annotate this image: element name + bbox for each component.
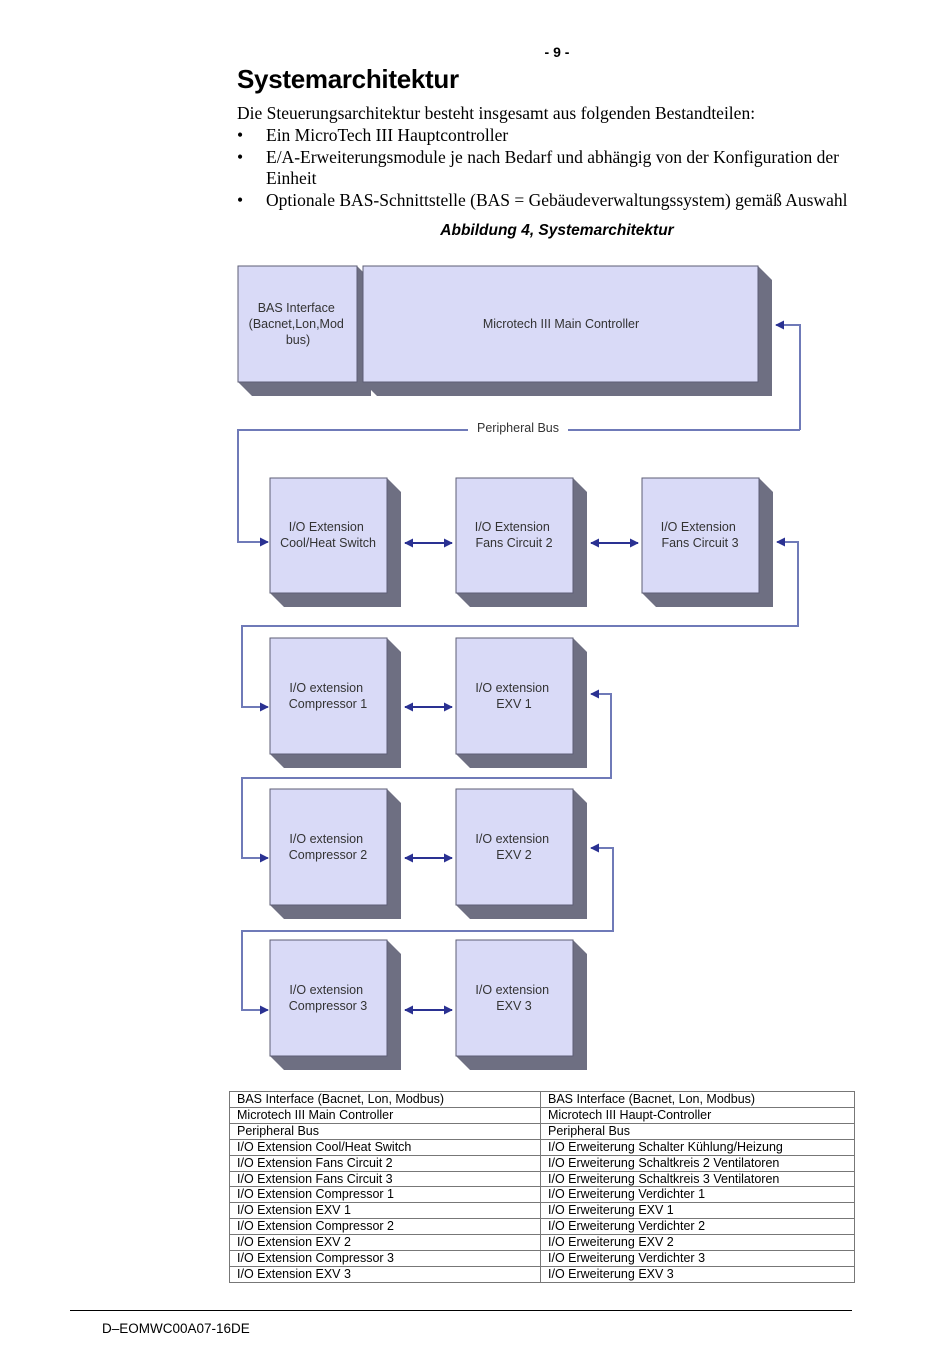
english-term-cell: I/O Extension Fans Circuit 2 (229, 1154, 541, 1172)
footer-divider (70, 1310, 852, 1311)
module-label: I/O extension (289, 983, 363, 997)
german-term-cell: I/O Erweiterung EXV 3 (540, 1265, 855, 1283)
bas-interface-box: BAS Interface (Bacnet,Lon,Mod bus) (237, 265, 371, 396)
english-term-cell: I/O Extension EXV 1 (229, 1202, 541, 1220)
bas-interface-label-3: bus) (286, 333, 310, 347)
table-row: BAS Interface (Bacnet, Lon, Modbus)BAS I… (229, 1091, 855, 1108)
section-title: Systemarchitektur (237, 64, 459, 94)
module-label: I/O extension (289, 681, 363, 695)
bullet-icon: • (237, 189, 244, 210)
module-label: I/O Extension (289, 520, 364, 534)
module-label: Fans Circuit 3 (661, 536, 738, 550)
page-number: - 9 - (544, 44, 570, 60)
list-item-text: Ein MicroTech III Hauptcontroller (266, 125, 509, 145)
english-term-cell: Microtech III Main Controller (229, 1106, 541, 1124)
io-extension-exv-2-box: I/O extension EXV 2 (455, 788, 587, 919)
io-extension-exv-1-box: I/O extension EXV 1 (455, 637, 587, 768)
module-label: I/O extension (475, 681, 549, 695)
module-label: I/O Extension (661, 520, 736, 534)
io-extension-cool-heat-switch-box: I/O Extension Cool/Heat Switch (269, 477, 401, 607)
module-label: EXV 3 (496, 999, 531, 1013)
intro-paragraph: Die Steuerungsarchitektur besteht insges… (237, 103, 756, 123)
german-term-cell: I/O Erweiterung Verdichter 2 (540, 1218, 855, 1236)
bus-link-arrow (241, 537, 799, 712)
german-term-cell: I/O Erweiterung Verdichter 3 (540, 1250, 855, 1267)
main-controller-box: Microtech III Main Controller (362, 265, 772, 396)
german-term-cell: I/O Erweiterung EXV 1 (540, 1202, 855, 1220)
list-item: • Ein MicroTech III Hauptcontroller (237, 125, 877, 147)
module-label: Cool/Heat Switch (280, 536, 376, 550)
german-term-cell: Microtech III Haupt-Controller (540, 1106, 855, 1124)
module-label: I/O extension (475, 983, 549, 997)
english-term-cell: I/O Extension Compressor 2 (229, 1218, 541, 1236)
list-item-text: Optionale BAS-Schnittstelle (BAS = Gebäu… (266, 189, 848, 210)
svg-text:I/O extension Compressor: I/O extension Compressor 3 (289, 983, 368, 1013)
io-extension-compressor-3-box: I/O extension Compressor 3 (269, 939, 401, 1070)
english-term-cell: I/O Extension Fans Circuit 3 (229, 1170, 541, 1188)
svg-text:I/O extension EXV 3: I/O extension EXV 3 (475, 983, 552, 1013)
english-term-cell: Peripheral Bus (229, 1122, 541, 1140)
bas-interface-label-1: BAS Interface (258, 301, 335, 315)
figure-caption: Abbildung 4, Systemarchitektur (440, 222, 674, 239)
module-label: Compressor 2 (289, 848, 368, 862)
german-term-cell: I/O Erweiterung Schaltkreis 2 Ventilator… (540, 1154, 855, 1172)
bus-link-arrow (241, 689, 612, 863)
bas-interface-label-2: (Bacnet,Lon,Mod (249, 317, 344, 331)
system-architecture-diagram: BAS Interface (Bacnet,Lon,Mod bus) Micro… (237, 265, 801, 1070)
module-label: Fans Circuit 2 (475, 536, 552, 550)
io-extension-fans-circuit-2-box: I/O Extension Fans Circuit 2 (455, 477, 587, 607)
peripheral-bus-connector: Peripheral Bus (237, 320, 801, 547)
german-term-cell: I/O Erweiterung Verdichter 1 (540, 1186, 855, 1204)
bullet-icon: • (237, 146, 244, 167)
module-label: I/O extension (289, 832, 363, 846)
german-term-cell: I/O Erweiterung EXV 2 (540, 1234, 855, 1252)
bus-link-arrow (241, 843, 614, 1015)
io-extension-exv-3-box: I/O extension EXV 3 (455, 939, 587, 1070)
module-label: Compressor 1 (289, 697, 368, 711)
io-extension-compressor-2-box: I/O extension Compressor 2 (269, 788, 401, 919)
module-label: EXV 2 (496, 848, 531, 862)
english-term-cell: I/O Extension Compressor 1 (229, 1186, 541, 1204)
english-term-cell: BAS Interface (Bacnet, Lon, Modbus) (229, 1091, 541, 1108)
module-label: Compressor 3 (289, 999, 368, 1013)
list-item: • Optionale BAS-Schnittstelle (BAS = Gebä… (237, 190, 877, 212)
svg-text:BAS Interface (Bacnet,Lo: BAS Interface (Bacnet,Lon,Mod bus) (249, 301, 348, 347)
translation-table: BAS Interface (Bacnet, Lon, Modbus)BAS I… (229, 1091, 855, 1283)
german-term-cell: I/O Erweiterung Schaltkreis 3 Ventilator… (540, 1170, 855, 1188)
english-term-cell: I/O Extension EXV 3 (229, 1265, 541, 1283)
bullet-icon: • (237, 125, 244, 145)
german-term-cell: BAS Interface (Bacnet, Lon, Modbus) (540, 1091, 855, 1108)
english-term-cell: I/O Extension Cool/Heat Switch (229, 1138, 541, 1156)
module-label: I/O extension (475, 832, 549, 846)
list-item: • E/A-Erweiterungsmodule je nach Bedarf u… (237, 147, 877, 190)
module-label: EXV 1 (496, 697, 531, 711)
main-controller-label: Microtech III Main Controller (483, 317, 639, 331)
component-list: • Ein MicroTech III Hauptcontroller • E/A-… (237, 125, 877, 211)
io-extension-fans-circuit-3-box: I/O Extension Fans Circuit 3 (641, 477, 773, 607)
german-term-cell: Peripheral Bus (540, 1122, 855, 1140)
german-term-cell: I/O Erweiterung Schalter Kühlung/Heizung (540, 1138, 855, 1156)
document-code: D–EOMWC00A07-16DE (102, 1321, 250, 1336)
io-extension-compressor-1-box: I/O extension Compressor 1 (269, 637, 401, 768)
list-item-text: E/A-Erweiterungsmodule je nach Bedarf un… (266, 146, 839, 189)
english-term-cell: I/O Extension Compressor 3 (229, 1250, 541, 1267)
module-label: I/O Extension (475, 520, 550, 534)
english-term-cell: I/O Extension EXV 2 (229, 1234, 541, 1252)
peripheral-bus-label: Peripheral Bus (477, 421, 559, 435)
